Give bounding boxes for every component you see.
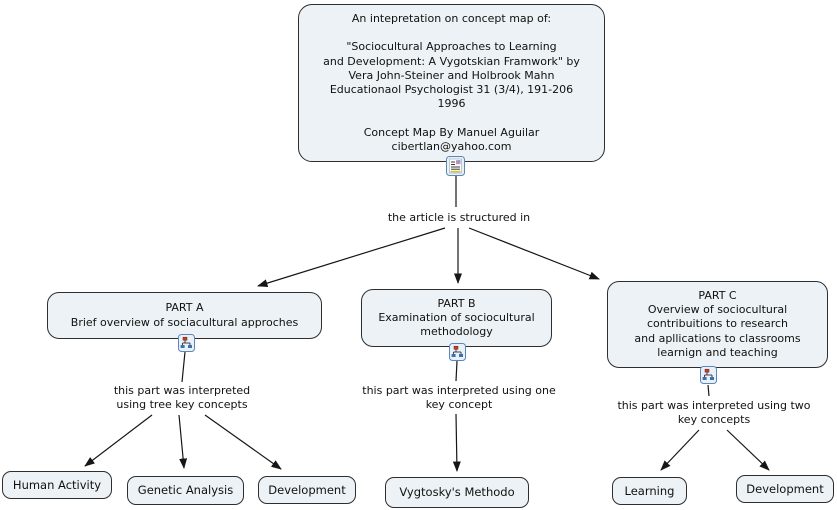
node-human-activity[interactable]: Human Activity — [2, 471, 112, 499]
linking-phrase-root[interactable]: the article is structured in — [357, 211, 561, 225]
node-vygtoskys-methodo[interactable]: Vygtosky's Methodo — [385, 477, 529, 508]
node-part-b[interactable]: PART B Examination of sociocultural meth… — [361, 289, 552, 347]
concept-map-icon-part-b[interactable] — [449, 343, 466, 361]
node-part-c[interactable]: PART C Overview of sociocultural contrib… — [607, 281, 828, 368]
document-resource-icon[interactable] — [446, 156, 465, 176]
concept-map-icon-part-a[interactable] — [178, 334, 195, 352]
linking-phrase-part-a[interactable]: this part was interpreted using tree key… — [77, 384, 287, 412]
node-development-c[interactable]: Development — [736, 475, 834, 503]
node-genetic-analysis[interactable]: Genetic Analysis — [127, 476, 244, 505]
node-part-a[interactable]: PART A Brief overview of sociacultural a… — [47, 292, 322, 339]
concept-map-icon-part-c[interactable] — [700, 366, 717, 384]
node-development-a[interactable]: Development — [258, 476, 356, 504]
node-title[interactable]: An intepretation on concept map of: "Soc… — [298, 4, 605, 162]
linking-phrase-part-c[interactable]: this part was interpreted using two key … — [598, 399, 830, 427]
node-learning[interactable]: Learning — [612, 477, 687, 505]
linking-phrase-part-b[interactable]: this part was interpreted using one key … — [347, 384, 571, 412]
